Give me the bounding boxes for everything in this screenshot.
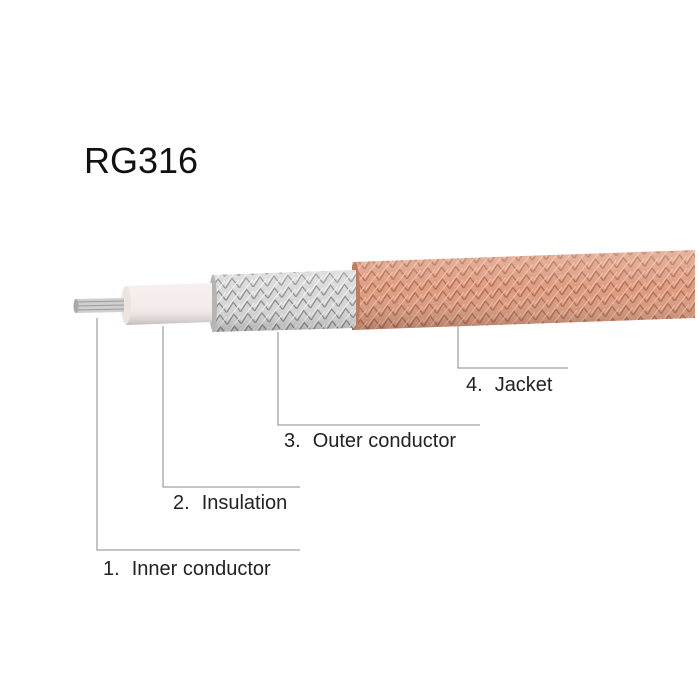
leader-line-jacket — [457, 326, 568, 369]
leader-line-inner-conductor — [96, 318, 300, 551]
outer-conductor-section — [209, 270, 356, 332]
jacket-section — [350, 250, 695, 330]
label-number: 1. — [103, 558, 120, 580]
inner-conductor-section — [73, 298, 125, 313]
label-insulation: 2. Insulation — [173, 492, 287, 515]
label-jacket: 4. Jacket — [466, 374, 553, 397]
label-outer-conductor: 3. Outer conductor — [284, 430, 456, 453]
leader-line-insulation — [162, 326, 300, 488]
label-number: 3. — [284, 430, 301, 452]
label-text: Inner conductor — [131, 558, 271, 580]
label-number: 2. — [173, 492, 190, 514]
insulation-section — [121, 283, 212, 325]
label-inner-conductor: 1. Inner conductor — [103, 558, 271, 581]
leader-line-outer-conductor — [277, 332, 480, 426]
label-text: Outer conductor — [312, 430, 457, 452]
label-text: Insulation — [201, 492, 288, 514]
label-number: 4. — [466, 374, 483, 396]
cable-title: RG316 — [84, 140, 199, 181]
label-text: Jacket — [494, 374, 553, 396]
